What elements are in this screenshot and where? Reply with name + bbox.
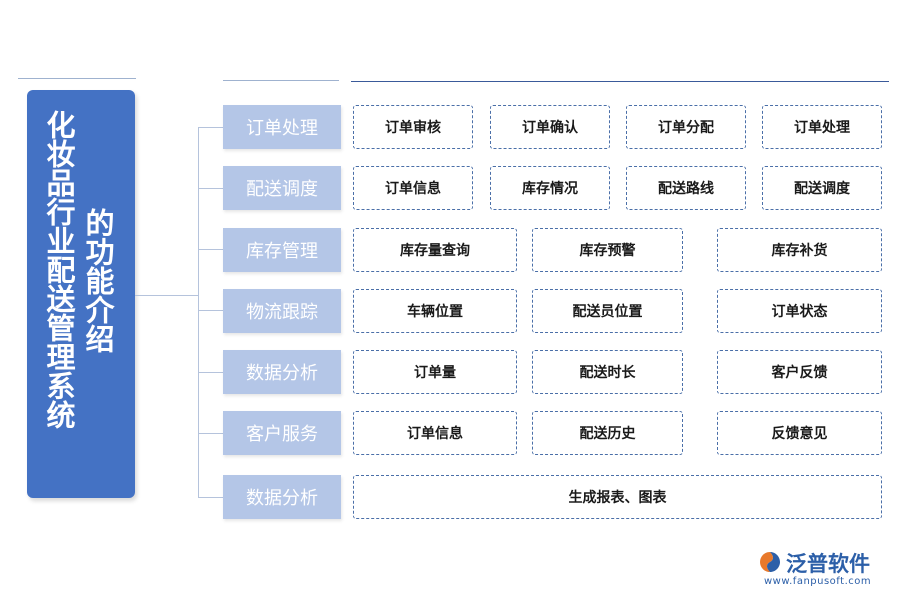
connector-branch — [198, 310, 223, 311]
brand-url: www.fanpusoft.com — [764, 576, 872, 587]
function-item: 生成报表、图表 — [353, 475, 882, 519]
top-rule-right — [351, 81, 889, 82]
function-item: 订单状态 — [717, 289, 882, 333]
top-rule-middle — [223, 80, 339, 81]
function-item: 库存预警 — [532, 228, 683, 272]
connector-spine — [198, 127, 199, 498]
category-box: 订单处理 — [223, 105, 341, 149]
fanpu-logo-icon — [760, 552, 780, 572]
connector-branch — [198, 127, 223, 128]
connector-trunk — [135, 295, 198, 296]
function-item: 库存量查询 — [353, 228, 517, 272]
category-box: 物流跟踪 — [223, 289, 341, 333]
category-box: 数据分析 — [223, 475, 341, 519]
function-item: 反馈意见 — [717, 411, 882, 455]
function-item: 配送员位置 — [532, 289, 683, 333]
function-item: 订单确认 — [490, 105, 610, 149]
connector-branch — [198, 188, 223, 189]
connector-branch — [198, 433, 223, 434]
function-item: 订单分配 — [626, 105, 746, 149]
function-item: 客户反馈 — [717, 350, 882, 394]
function-item: 订单量 — [353, 350, 517, 394]
category-box: 客户服务 — [223, 411, 341, 455]
function-item: 订单信息 — [353, 166, 473, 210]
function-item: 库存情况 — [490, 166, 610, 210]
title-panel — [27, 90, 135, 498]
function-item: 订单处理 — [762, 105, 882, 149]
category-box: 数据分析 — [223, 350, 341, 394]
function-item: 订单审核 — [353, 105, 473, 149]
function-item: 配送时长 — [532, 350, 683, 394]
category-box: 库存管理 — [223, 228, 341, 272]
function-item: 配送历史 — [532, 411, 683, 455]
title-main: 化妆品行业配送管理系统 — [42, 110, 76, 429]
function-item: 库存补货 — [717, 228, 882, 272]
brand-name: 泛普软件 — [786, 552, 870, 576]
brand-logo: 泛普软件 www.fanpusoft.com — [758, 548, 888, 588]
category-box: 配送调度 — [223, 166, 341, 210]
function-item: 车辆位置 — [353, 289, 517, 333]
function-item: 配送调度 — [762, 166, 882, 210]
top-rule-left — [18, 78, 136, 79]
connector-branch — [198, 497, 223, 498]
title-sub: 的功能介绍 — [81, 208, 115, 353]
function-item: 订单信息 — [353, 411, 517, 455]
function-item: 配送路线 — [626, 166, 746, 210]
connector-branch — [198, 372, 223, 373]
connector-branch — [198, 249, 223, 250]
